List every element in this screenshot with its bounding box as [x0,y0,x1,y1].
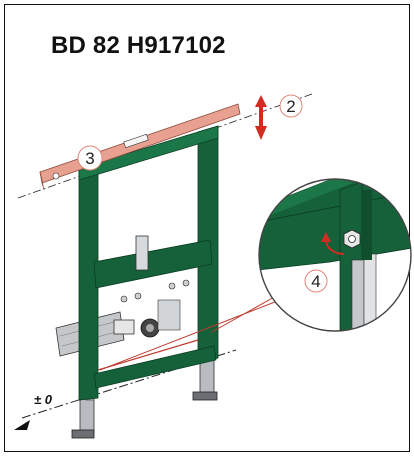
callout-step-2-number: 2 [286,97,295,116]
right-foot [192,355,218,401]
hex-bolt-icon [343,229,361,249]
crossbar-screws [120,279,190,303]
floor-zero-label: ± 0 [34,392,53,407]
callout-step-4-number: 4 [311,272,320,291]
left-foot [71,397,95,439]
model-title: BD 82 H917102 [51,32,226,59]
top-connector [135,235,149,271]
zoom-leader-bottom [99,299,281,371]
double-arrow-up-down-icon [255,95,267,140]
callout-step-4: 4 [304,269,328,293]
floor-arrow-icon [14,420,30,430]
waste-outlet [113,299,181,338]
callout-step-3-number: 3 [85,149,94,168]
callout-step-3: 3 [77,145,103,171]
zoom-detail [258,178,412,332]
callout-step-2: 2 [279,94,303,118]
mounting-frame [78,125,219,401]
curved-arrow-icon [321,232,345,255]
